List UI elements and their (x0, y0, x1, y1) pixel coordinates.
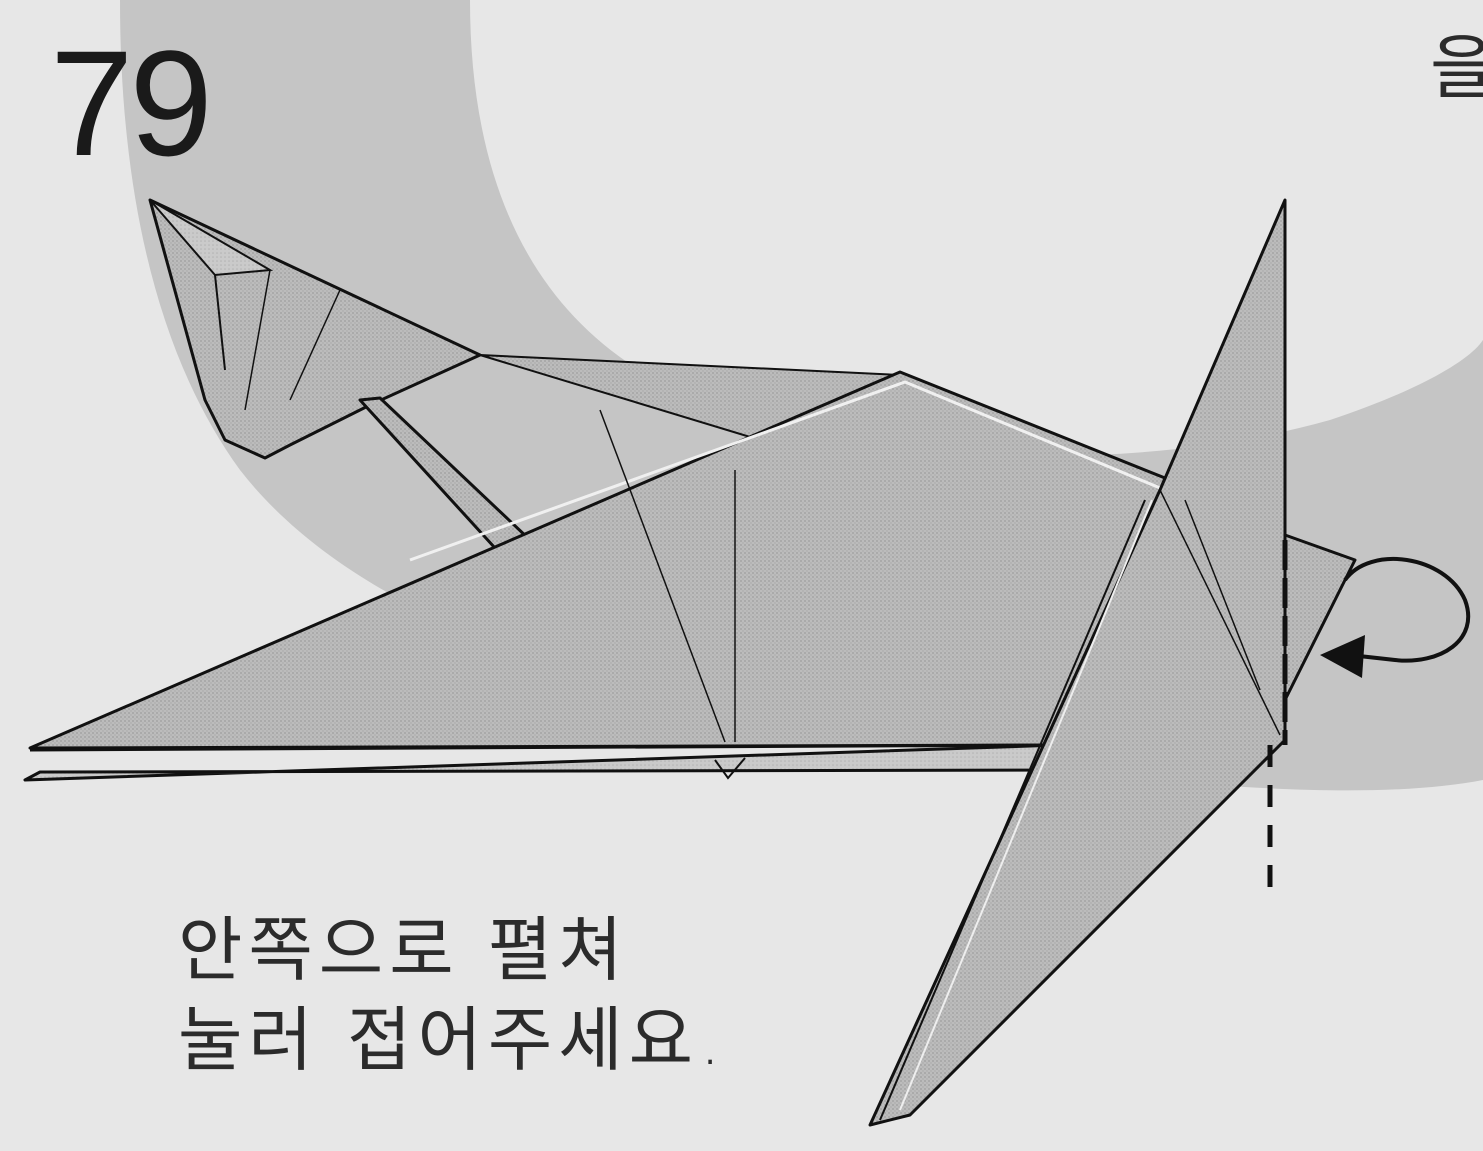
body-crease (599, 409, 726, 743)
body-base-notch (714, 757, 746, 780)
wing-edge (879, 499, 1146, 1121)
wing-crease (1159, 489, 1281, 736)
instruction-text: 안쪽으로 펼쳐 눌러 접어주세요. (178, 905, 727, 1085)
instruction-line-1: 안쪽으로 펼쳐 (178, 909, 629, 991)
instruction-line-2: 눌러 접어주세요. (178, 999, 728, 1081)
wing-crease (1184, 499, 1261, 691)
body-base-edge (29, 743, 1061, 752)
wing-edge-highlight (899, 499, 1153, 1111)
body-edge-highlight (409, 380, 1161, 562)
curved-arrow-icon (1343, 557, 1471, 663)
wing (868, 198, 1287, 1127)
arrowhead-icon (1320, 635, 1365, 678)
step-number: 79 (50, 19, 213, 187)
head-inner-fold (149, 199, 274, 277)
head-crease (244, 269, 271, 411)
head-crease (214, 274, 226, 371)
head-crease (289, 289, 341, 401)
corner-text-fragment: 을 (1430, 27, 1483, 109)
head-crease (224, 439, 266, 459)
